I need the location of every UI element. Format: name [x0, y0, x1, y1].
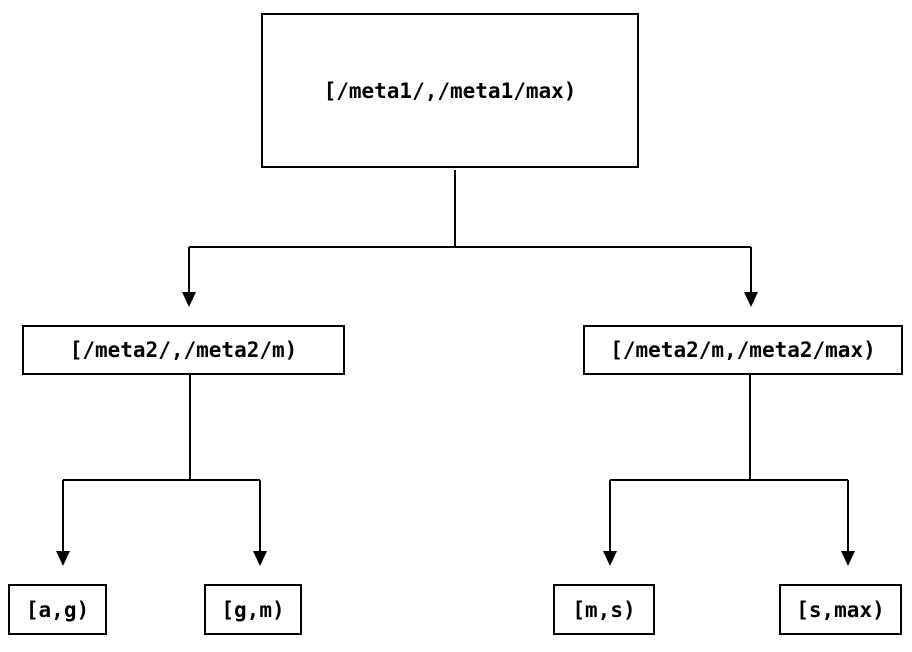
tree-node-root: [/meta1/,/meta1/max) — [261, 13, 639, 168]
tree-node-leaf-gm: [g,m) — [204, 584, 302, 635]
tree-node-leaf-smax: [s,max) — [779, 584, 902, 635]
arrow-down-icon — [182, 292, 196, 307]
node-label: [m,s) — [572, 597, 636, 622]
node-label: [/meta1/,/meta1/max) — [323, 78, 577, 103]
tree-node-right-child: [/meta2/m,/meta2/max) — [583, 325, 903, 375]
node-label: [g,m) — [221, 597, 285, 622]
arrow-down-icon — [841, 551, 855, 566]
arrow-down-icon — [253, 551, 267, 566]
tree-node-leaf-ms: [m,s) — [553, 584, 655, 635]
node-label: [/meta2/,/meta2/m) — [69, 338, 298, 362]
arrow-down-icon — [744, 292, 758, 307]
tree-node-left-child: [/meta2/,/meta2/m) — [22, 325, 345, 375]
arrow-down-icon — [56, 551, 70, 566]
node-label: [a,g) — [25, 597, 90, 622]
node-label: [s,max) — [796, 597, 885, 622]
node-label: [/meta2/m,/meta2/max) — [610, 338, 876, 362]
tree-node-leaf-ag: [a,g) — [8, 584, 107, 635]
arrow-down-icon — [603, 551, 617, 566]
